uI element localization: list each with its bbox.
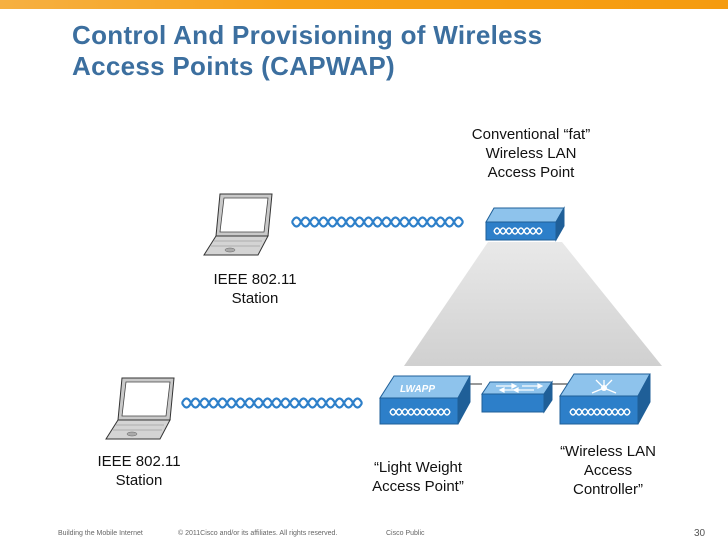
fat-ap-label-line-2: Wireless LAN <box>485 145 577 162</box>
lwap-label: “Light Weight Access Point” <box>350 458 486 496</box>
station-bottom-line-2: Station <box>115 472 163 489</box>
fat-ap-label: Conventional “fat” Wireless LAN Access P… <box>446 125 616 182</box>
lwap-label-line-2: Access Point” <box>372 478 464 495</box>
wireless-wave-icon <box>291 216 464 228</box>
fat-ap-label-line-1: Conventional “fat” <box>471 126 591 143</box>
station-top-line-1: IEEE 802.11 <box>213 271 297 288</box>
lwapp-device-label: LWAPP <box>400 384 435 395</box>
fat-ap-label-line-3: Access Point <box>487 164 575 181</box>
station-bottom-label: IEEE 802.11 Station <box>74 452 204 490</box>
wlc-label-line-1: “Wireless LAN <box>560 443 656 460</box>
switch-icon <box>481 380 553 414</box>
station-top-label: IEEE 802.11 Station <box>190 270 320 308</box>
page-number: 30 <box>694 528 706 539</box>
station-bottom-line-1: IEEE 802.11 <box>97 453 181 470</box>
title-line-2: Access Points (CAPWAP) <box>72 51 396 81</box>
laptop-icon <box>105 377 175 440</box>
footer-left: Building the Mobile Internet <box>58 530 143 537</box>
wireless-wave-icon <box>181 397 363 409</box>
controller-icon <box>559 373 651 425</box>
slide-title: Control And Provisioning of Wireless Acc… <box>72 20 712 82</box>
accent-bar <box>0 0 728 9</box>
wlc-label-line-3: Controller” <box>572 481 644 498</box>
fat-ap-to-lwapp-trapezoid <box>404 242 662 366</box>
title-line-1: Control And Provisioning of Wireless <box>72 20 543 50</box>
station-top-line-2: Station <box>231 290 279 307</box>
footer-classification: Cisco Public <box>386 530 425 537</box>
wlc-label-line-2: Access <box>583 462 633 479</box>
laptop-icon <box>203 193 273 256</box>
access-point-icon <box>485 206 565 242</box>
wlc-label: “Wireless LAN Access Controller” <box>536 442 680 499</box>
lwap-label-line-1: “Light Weight <box>373 459 463 476</box>
footer-copyright: © 2011Cisco and/or its affiliates. All r… <box>178 530 338 537</box>
lwapp-access-point-icon: LWAPP <box>379 375 471 425</box>
